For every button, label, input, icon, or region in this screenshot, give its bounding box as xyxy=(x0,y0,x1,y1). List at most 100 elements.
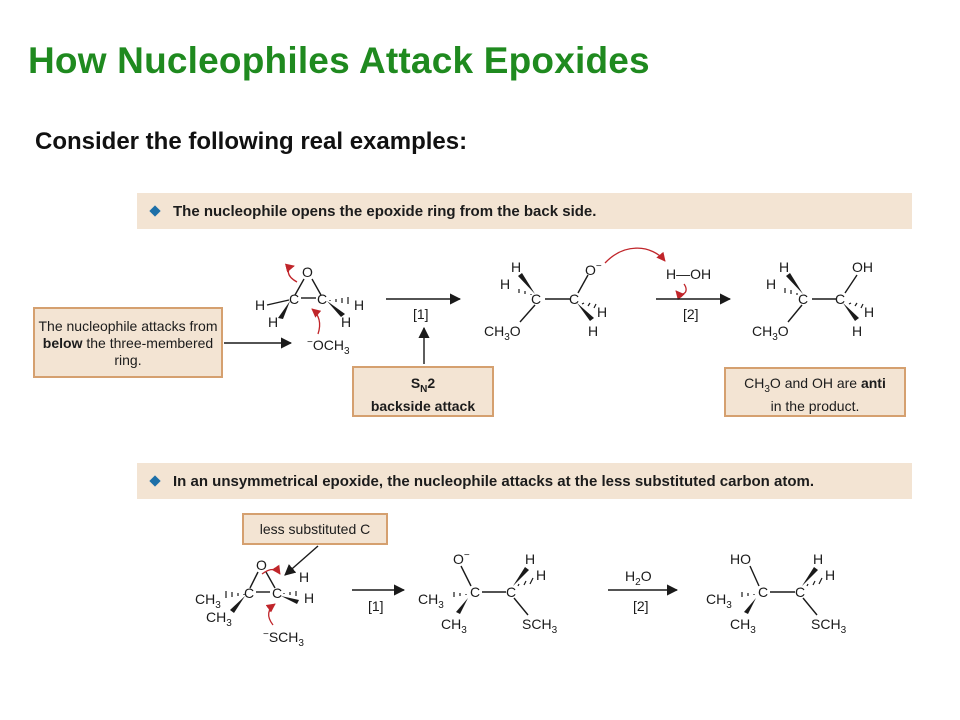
water-molecule: H—OH xyxy=(666,266,711,282)
atom-c: C xyxy=(531,291,541,307)
note-sn2-backside: SN2 backside attack xyxy=(352,366,494,417)
note-nucleophile-below: The nucleophile attacks from below the t… xyxy=(33,307,223,378)
note-text: S xyxy=(410,375,421,391)
note-sub: 3 xyxy=(764,383,770,395)
slide-title: How Nucleophiles Attack Epoxides xyxy=(28,40,650,81)
wedge-bond xyxy=(456,598,468,614)
alkoxide-oxygen: O− xyxy=(585,261,602,278)
note-text: The nucleophile attacks from xyxy=(38,318,218,334)
methyl-group: CH3 xyxy=(418,591,444,611)
methyl-group: CH3 xyxy=(206,609,232,629)
atom-c: C xyxy=(244,585,254,601)
section2-banner: In an unsymmetrical epoxide, the nucleop… xyxy=(137,463,912,499)
note-text: 2 xyxy=(427,375,436,391)
methylthio-group: SCH3 xyxy=(811,616,847,636)
wedge-bond xyxy=(327,301,345,317)
atom-c: C xyxy=(506,584,516,600)
methyl-group: CH3 xyxy=(730,616,756,636)
note-text: in the product. xyxy=(770,397,860,414)
epoxide-1: O C C H H H H −OCH3 xyxy=(255,263,364,357)
atom-h: H xyxy=(597,304,607,320)
hash-bond xyxy=(453,592,467,597)
note-anti-product: CH3O and OH are anti in the product. xyxy=(724,367,906,417)
curved-electron-arrow xyxy=(604,247,666,264)
hydroxyl-group: OH xyxy=(852,259,873,275)
note-text: CH xyxy=(744,375,765,391)
nucleophile-thiolate: −SCH3 xyxy=(263,629,304,649)
atom-c: C xyxy=(272,585,282,601)
note-pointer-arrow xyxy=(284,545,319,576)
methyl-group: CH3 xyxy=(195,591,221,611)
methyl-group: CH3 xyxy=(706,591,732,611)
curved-electron-arrow xyxy=(311,308,322,335)
atom-h: H xyxy=(852,323,862,339)
anti-product-1: C C H H H H OH CH3O xyxy=(752,259,874,343)
atom-h: H xyxy=(536,567,546,583)
note-text: the three-membered ring. xyxy=(82,335,214,368)
note-bold: below xyxy=(42,335,83,351)
atom-h: H xyxy=(255,297,265,313)
atom-h: H xyxy=(779,259,789,275)
atom-c: C xyxy=(758,584,768,600)
note-text: less substituted C xyxy=(259,521,371,537)
note-text: backside attack xyxy=(370,397,476,414)
hash-bond xyxy=(329,297,349,304)
atom-h: H xyxy=(864,304,874,320)
hash-bond xyxy=(848,302,864,309)
section1-banner-text: The nucleophile opens the epoxide ring f… xyxy=(173,202,597,220)
curved-electron-arrow xyxy=(261,564,281,575)
methylthio-group: SCH3 xyxy=(522,616,558,636)
atom-o: O xyxy=(302,264,313,280)
epoxide-2: O C C H H CH3 CH3 −SCH3 xyxy=(195,557,314,649)
hash-bond xyxy=(806,577,823,587)
product-2: C C H H HO CH3 CH3 SCH3 xyxy=(706,551,847,636)
atom-h: H xyxy=(268,314,278,330)
atom-c: C xyxy=(795,584,805,600)
atom-h: H xyxy=(525,551,535,567)
slide-subtitle: Consider the following real examples: xyxy=(35,128,468,155)
wedge-bond xyxy=(281,596,299,604)
wedge-bond xyxy=(518,273,535,294)
step-label: [1] xyxy=(368,598,384,614)
hash-bond xyxy=(581,302,597,309)
step-label: [1] xyxy=(413,306,429,322)
note-less-substituted: less substituted C xyxy=(242,513,388,545)
curved-electron-arrow xyxy=(284,263,298,283)
methoxy-group: CH3O xyxy=(484,323,521,343)
methoxy-group: CH3O xyxy=(752,323,789,343)
hash-bond xyxy=(225,591,245,598)
hash-bond xyxy=(784,288,798,295)
hash-bond xyxy=(518,289,532,295)
alkoxide-oxygen: O− xyxy=(453,550,470,567)
hash-bond xyxy=(741,592,755,597)
wedge-bond xyxy=(843,303,859,321)
atom-h: H xyxy=(341,314,351,330)
atom-h: H xyxy=(588,323,598,339)
hydroxyl-group: HO xyxy=(730,551,751,567)
atom-h: H xyxy=(813,551,823,567)
atom-h: H xyxy=(766,276,776,292)
wedge-bond xyxy=(278,301,290,319)
atom-h: H xyxy=(511,259,521,275)
curved-electron-arrow xyxy=(675,283,687,301)
wedge-bond xyxy=(230,596,245,613)
note-sub: N xyxy=(420,383,428,395)
wedge-bond xyxy=(802,567,818,586)
atom-h: H xyxy=(354,297,364,313)
note-text: O and OH are xyxy=(769,375,861,391)
alkoxide-intermediate: C C H H H H O− CH3O xyxy=(484,247,666,343)
atom-c: C xyxy=(569,291,579,307)
wedge-bond xyxy=(577,303,594,321)
atom-o: O xyxy=(256,557,267,573)
nucleophile-methoxide: −OCH3 xyxy=(307,337,350,357)
methyl-group: CH3 xyxy=(441,616,467,636)
atom-h: H xyxy=(304,590,314,606)
step-label: [2] xyxy=(683,306,699,322)
section2-banner-text: In an unsymmetrical epoxide, the nucleop… xyxy=(173,472,814,490)
reagent-water: H2O xyxy=(625,568,652,588)
alkoxide-intermediate-2: C C H H O− CH3 CH3 SCH3 xyxy=(418,550,558,636)
wedge-bond xyxy=(786,273,803,294)
curved-electron-arrow xyxy=(265,603,276,626)
wedge-bond xyxy=(513,567,529,586)
section1-banner: The nucleophile opens the epoxide ring f… xyxy=(137,193,912,229)
